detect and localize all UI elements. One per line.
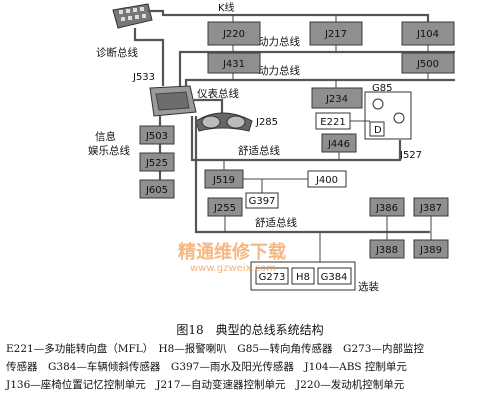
- comfort-bus-1: [190, 116, 402, 162]
- module-j503: [139, 125, 175, 145]
- module-g397: [245, 192, 279, 209]
- bus-system-diagram: K线 诊断总线 动力总线 动力总线 J220 J217 J104 J431 J5…: [88, 1, 455, 293]
- module-g273-label: G273: [259, 272, 286, 283]
- module-h8: [291, 267, 315, 285]
- legend-line-1: E221—多功能转向盘（MFL） H8—报警喇叭 G85—转向角传感器 G273…: [6, 343, 424, 355]
- comfort-bus-1-label: 舒适总线: [238, 144, 280, 157]
- k-line: [148, 9, 430, 22]
- module-j503-label: J503: [145, 131, 168, 142]
- instrument-cluster-j285: [195, 112, 253, 132]
- module-g273: [255, 267, 289, 285]
- module-j220-label: J220: [222, 29, 245, 40]
- module-j519-label: J519: [212, 175, 235, 186]
- module-j255-label: J255: [213, 203, 236, 214]
- module-j388-label: J388: [375, 245, 398, 256]
- module-j605: [139, 179, 175, 199]
- watermark-url: www.gzweix.com: [190, 263, 276, 274]
- watermark-text: 精通维修下载: [178, 241, 286, 263]
- instrument-bus: [194, 98, 224, 113]
- infotainment-bus-label-line1: 信息: [95, 130, 116, 143]
- module-j400: [307, 170, 347, 188]
- power-bus-1: [178, 50, 455, 86]
- power-bus-1-label: 动力总线: [258, 35, 300, 48]
- module-g397-label: G397: [249, 196, 276, 207]
- module-j500: [401, 52, 455, 74]
- module-j527-label: J527: [399, 150, 422, 161]
- comfort-bus-2-label: 舒适总线: [255, 216, 297, 229]
- figure-caption: 图18 典型的总线系统结构: [176, 323, 324, 337]
- module-g384-label: G384: [321, 272, 348, 283]
- power-bus-2: [184, 78, 455, 86]
- gateway-j533: [149, 85, 197, 117]
- switch-icon: [393, 112, 405, 124]
- module-j605-label: J605: [145, 185, 168, 196]
- diagnostic-bus-label: 诊断总线: [96, 46, 138, 59]
- legend-line-2: 传感器 G384—车辆倾斜传感器 G397—雨水及阳光传感器 J104—ABS …: [6, 361, 407, 373]
- module-e221-label: E221: [320, 117, 345, 128]
- module-j386-label: J386: [375, 203, 398, 214]
- module-g85-label: G85: [372, 83, 392, 94]
- module-j220: [207, 21, 261, 46]
- diagnostic-bus: [133, 28, 165, 86]
- instrument-bus-label: 仪表总线: [197, 87, 239, 100]
- power-bus-2-label: 动力总线: [258, 64, 300, 77]
- comfort-bus-2: [194, 116, 430, 234]
- diagnostic-connector: [112, 3, 153, 29]
- module-j389-label: J389: [419, 245, 442, 256]
- module-j525: [139, 152, 175, 172]
- optional-label: 选装: [358, 280, 379, 293]
- module-d: [369, 121, 385, 137]
- module-h8-label: H8: [296, 272, 310, 283]
- module-j387-label: J387: [419, 203, 442, 214]
- module-j285-label: J285: [255, 117, 278, 128]
- module-j431-label: J431: [222, 59, 245, 70]
- module-j446-label: J446: [327, 139, 350, 150]
- legend-line-3: J136—座椅位置记忆控制单元 J217—自动变速器控制单元 J220—发动机控…: [6, 379, 405, 391]
- module-j400-label: J400: [315, 175, 338, 186]
- module-j104-label: J104: [416, 29, 439, 40]
- module-j525-label: J525: [145, 158, 168, 169]
- steering-angle-sensor-icon: [372, 98, 384, 110]
- infotainment-bus-label-line2: 娱乐总线: [88, 144, 130, 157]
- module-j533-label: J533: [132, 72, 155, 83]
- module-d-label: D: [374, 125, 382, 136]
- module-j500-label: J500: [416, 59, 439, 70]
- k-bus-label: K线: [218, 1, 235, 14]
- module-j217-label: J217: [324, 29, 347, 40]
- module-j234: [311, 87, 363, 109]
- module-g384: [317, 267, 352, 285]
- module-j217: [309, 21, 363, 46]
- module-j234-label: J234: [325, 94, 348, 105]
- module-j431: [207, 52, 261, 74]
- module-j104: [401, 21, 455, 46]
